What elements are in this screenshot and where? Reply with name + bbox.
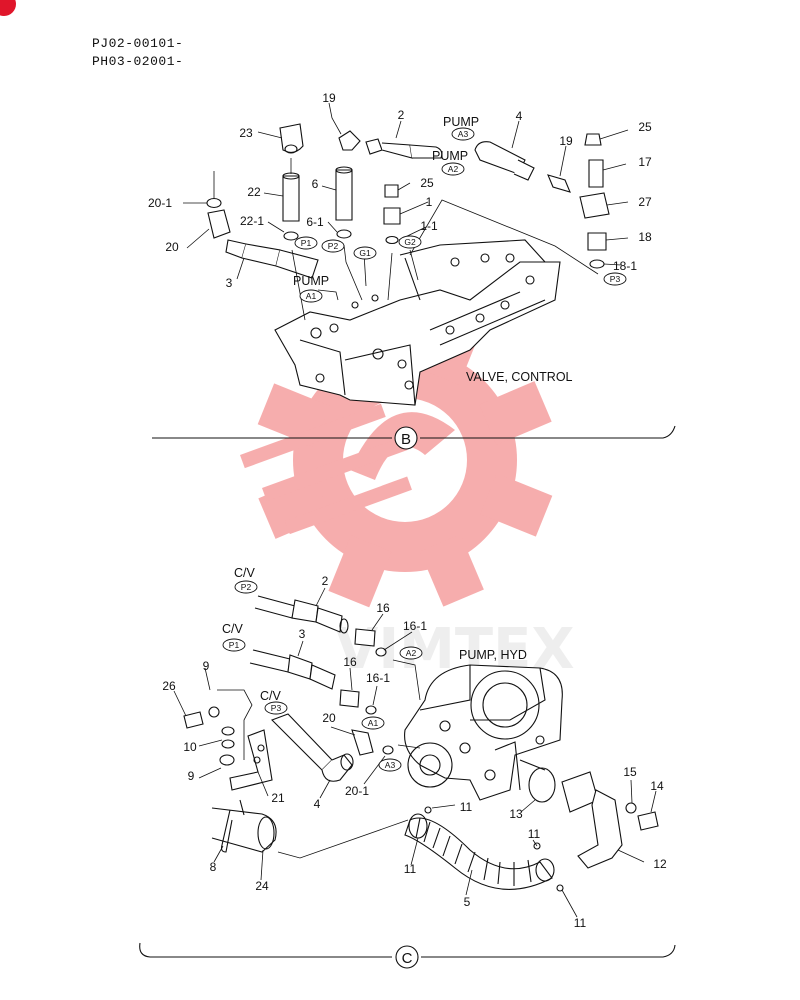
pump-word-a3: PUMP [443,115,479,129]
serial-range-2: PH03-02001- [92,54,184,69]
port-tag-b-p1-outline [294,236,318,250]
port-tag-c-p1: P1 [229,640,240,650]
part-number-b-12: 27 [638,195,652,209]
part-number-c-25: 11 [574,916,587,930]
port-tag-c-p2-outline [234,580,258,594]
part-number-c-2: 16 [376,601,390,615]
part-number-c-7: 16 [343,655,357,669]
part-number-b-18: 18 [638,230,652,244]
part-number-b-5: 23 [239,126,253,140]
port-tag-c-a2-outline [399,646,423,660]
section-b-part-labels: 19 2 4 25 23 19 17 6 25 22 1 27 20-1 22-1 6-1 1-1 20 18 18… [148,91,652,290]
part-number-c-13: 4 [314,797,321,811]
part-number-b-7: 17 [638,155,652,169]
port-tag-b-g2-outline [398,235,422,249]
part-number-b-14: 22-1 [240,214,264,228]
part-number-b-19: 18-1 [613,259,637,273]
part-number-c-4: 3 [299,627,306,641]
port-tag-b-a3-outline [451,127,475,141]
part-number-c-15: 15 [623,765,637,779]
part-number-c-1: 2 [322,574,329,588]
port-tag-c-a3: A3 [385,760,396,770]
part-number-c-16: 14 [650,779,664,793]
port-tag-c-p1-outline [222,638,246,652]
port-tag-b-p3-outline [603,272,627,286]
part-number-c-22: 24 [255,879,269,893]
section-marker-c: C [402,950,413,967]
part-number-c-23: 11 [404,862,417,876]
part-number-b-20: 3 [226,276,233,290]
part-number-c-6: 26 [162,679,176,693]
port-tag-b-g2: G2 [404,237,416,247]
part-number-b-17: 20 [165,240,179,254]
cv-word-p2: C/V [234,566,256,580]
port-tag-b-g1: G1 [359,248,371,258]
part-number-c-9: 20 [322,711,336,725]
cv-word-p3: C/V [260,689,282,703]
port-tag-c-a1-outline [361,716,385,730]
part-number-b-15: 6-1 [306,215,324,229]
part-number-c-3: 16-1 [403,619,427,633]
part-number-b-3: 4 [516,109,523,123]
port-tag-b-a1-outline [299,289,323,303]
part-number-c-11: 9 [188,769,195,783]
port-tag-c-p2: P2 [241,582,252,592]
cv-word-p1: C/V [222,622,244,636]
part-number-b-8: 6 [312,177,319,191]
section-c-part-labels: 2 16 16-1 3 9 26 16 16-1 20 10 9 21 4 20-1 15 14 13 11 11 1… [162,574,667,930]
port-tag-b-a1: A1 [306,291,317,301]
port-tag-c-a2: A2 [406,648,417,658]
part-number-c-8: 16-1 [366,671,390,685]
port-tag-b-g1-outline [353,246,377,260]
part-number-c-14: 20-1 [345,784,369,798]
port-tag-b-p2: P2 [328,241,339,251]
section-marker-b: B [401,431,411,448]
part-number-c-21: 8 [210,860,217,874]
part-number-c-20: 12 [653,857,667,871]
part-number-b-10: 22 [247,185,261,199]
port-tag-b-a2-outline [441,162,465,176]
part-number-c-17: 13 [509,807,523,821]
part-number-b-9: 25 [420,176,434,190]
part-number-b-2: 2 [398,108,405,122]
corner-mark [0,0,16,16]
part-number-c-12: 21 [271,791,285,805]
part-number-b-1: 19 [322,91,336,105]
part-number-c-10: 10 [183,740,197,754]
part-number-b-13: 20-1 [148,196,172,210]
watermark-logo [240,312,553,608]
port-tag-b-p1: P1 [301,238,312,248]
port-tag-b-p2-outline [321,239,345,253]
pump-word-a2: PUMP [432,149,468,163]
assembly-label-pump-hyd: PUMP, HYD [459,648,527,662]
port-tag-b-a3: A3 [458,129,469,139]
part-number-c-18: 11 [460,800,473,814]
serial-range-1: PJ02-00101- [92,36,184,51]
part-number-b-4: 25 [638,120,652,134]
part-number-b-16: 1-1 [420,219,438,233]
port-tag-c-p3: P3 [271,703,282,713]
pump-word-a1: PUMP [293,274,329,288]
part-number-c-24: 5 [464,895,471,909]
part-number-c-5: 9 [203,659,210,673]
part-number-c-19: 11 [528,827,541,841]
assembly-label-valve-control: VALVE, CONTROL [466,370,573,384]
port-tag-b-a2: A2 [448,164,459,174]
part-number-b-6: 19 [559,134,573,148]
part-number-b-11: 1 [426,195,433,209]
port-tag-c-a3-outline [378,758,402,772]
port-tag-c-a1: A1 [368,718,379,728]
port-tag-c-p3-outline [264,701,288,715]
port-tag-b-p3: P3 [610,274,621,284]
